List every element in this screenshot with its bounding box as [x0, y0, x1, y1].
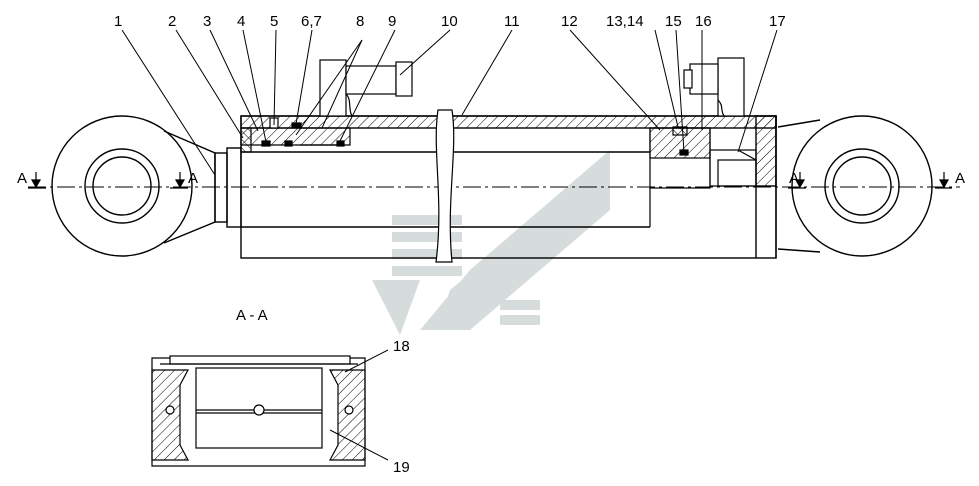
callout-6-7: 6,7 — [301, 13, 322, 30]
section-view-title: A - A — [236, 307, 268, 324]
callout-16: 16 — [695, 13, 712, 30]
callout-2: 2 — [168, 13, 176, 30]
callout-13-14: 13,14 — [606, 13, 644, 30]
callout-19: 19 — [393, 459, 410, 476]
callout-10: 10 — [441, 13, 458, 30]
break-line — [435, 109, 455, 263]
callout-3: 3 — [203, 13, 211, 30]
callout-15: 15 — [665, 13, 682, 30]
cylinder-body — [240, 115, 777, 259]
callout-4: 4 — [237, 13, 245, 30]
section-mark-left-a: A — [17, 170, 27, 187]
port-fitting-right — [683, 57, 745, 117]
left-rod-eye — [51, 115, 242, 257]
callout-5: 5 — [270, 13, 278, 30]
callout-12: 12 — [561, 13, 578, 30]
section-mark-right-b: A — [955, 170, 965, 187]
right-bottom-eye — [777, 115, 933, 257]
section-marks — [28, 172, 952, 189]
callout-labels: 1 2 3 4 5 6,7 8 9 10 11 12 13,14 15 16 1… — [114, 13, 786, 476]
piston — [649, 126, 757, 227]
callout-17: 17 — [769, 13, 786, 30]
leader-lines — [121, 29, 778, 176]
section-mark-left-b: A — [188, 170, 198, 187]
callout-11: 11 — [504, 13, 520, 30]
callout-18: 18 — [393, 338, 410, 355]
section-view-aa — [151, 349, 389, 467]
section-mark-right-a: A — [789, 170, 799, 187]
watermark-logo — [372, 150, 610, 335]
callout-8: 8 — [356, 13, 364, 30]
callout-1: 1 — [114, 13, 122, 30]
callout-9: 9 — [388, 13, 396, 30]
